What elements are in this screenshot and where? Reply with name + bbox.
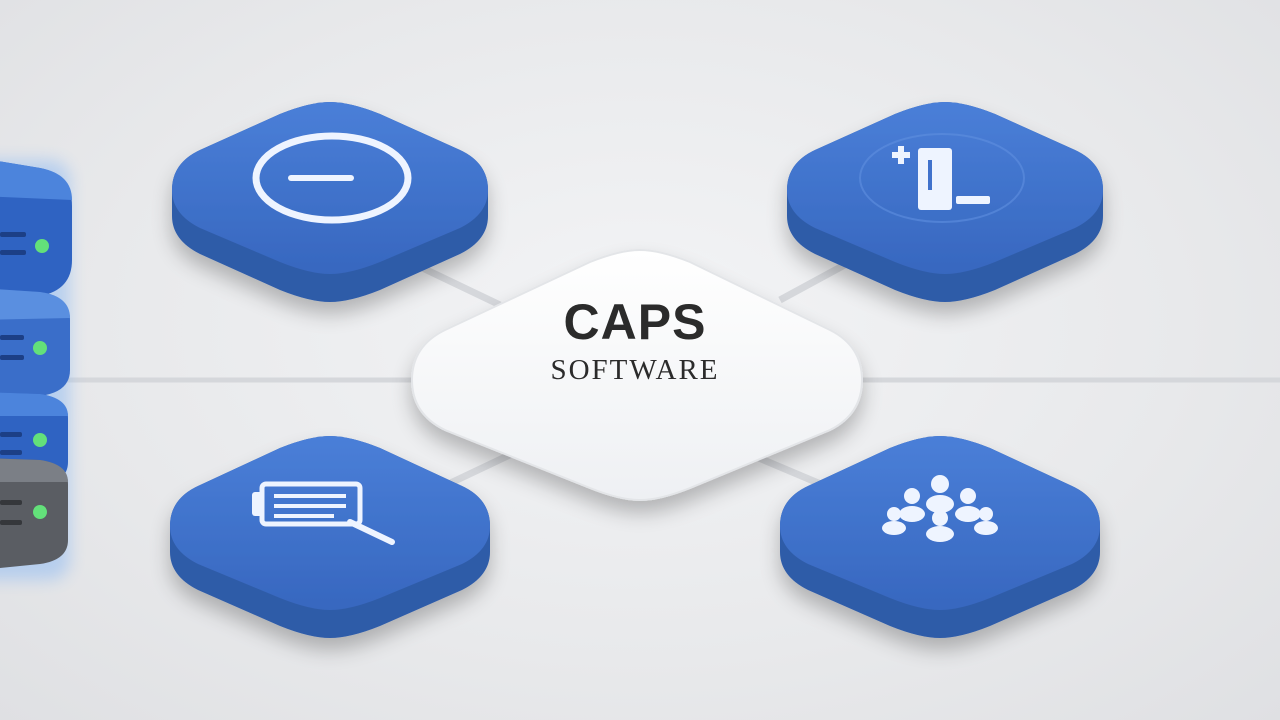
connector-top-right <box>778 258 852 304</box>
status-led-icon <box>35 239 49 253</box>
server-unit-4 <box>0 458 68 568</box>
status-led-icon <box>33 433 47 447</box>
status-led-icon <box>33 341 47 355</box>
node-tile-top-right[interactable] <box>787 102 1103 302</box>
server-unit-2 <box>0 289 70 402</box>
document-plus-icon <box>859 133 1025 223</box>
server-unit-1 <box>0 161 72 303</box>
node-tile-bottom-left[interactable] <box>170 436 490 638</box>
node-tile-top-left[interactable] <box>172 102 488 302</box>
hub-subtitle: SOFTWARE <box>550 354 720 386</box>
search-list-icon <box>252 481 395 545</box>
connector-bottom-left <box>438 446 522 492</box>
group-icon <box>882 475 998 542</box>
circle-minus-icon <box>252 132 412 224</box>
central-hub <box>410 248 864 502</box>
server-rack <box>0 160 72 580</box>
hub-title: CAPS <box>563 294 707 350</box>
status-led-icon <box>33 505 47 519</box>
node-tile-bottom-right[interactable] <box>780 436 1100 638</box>
